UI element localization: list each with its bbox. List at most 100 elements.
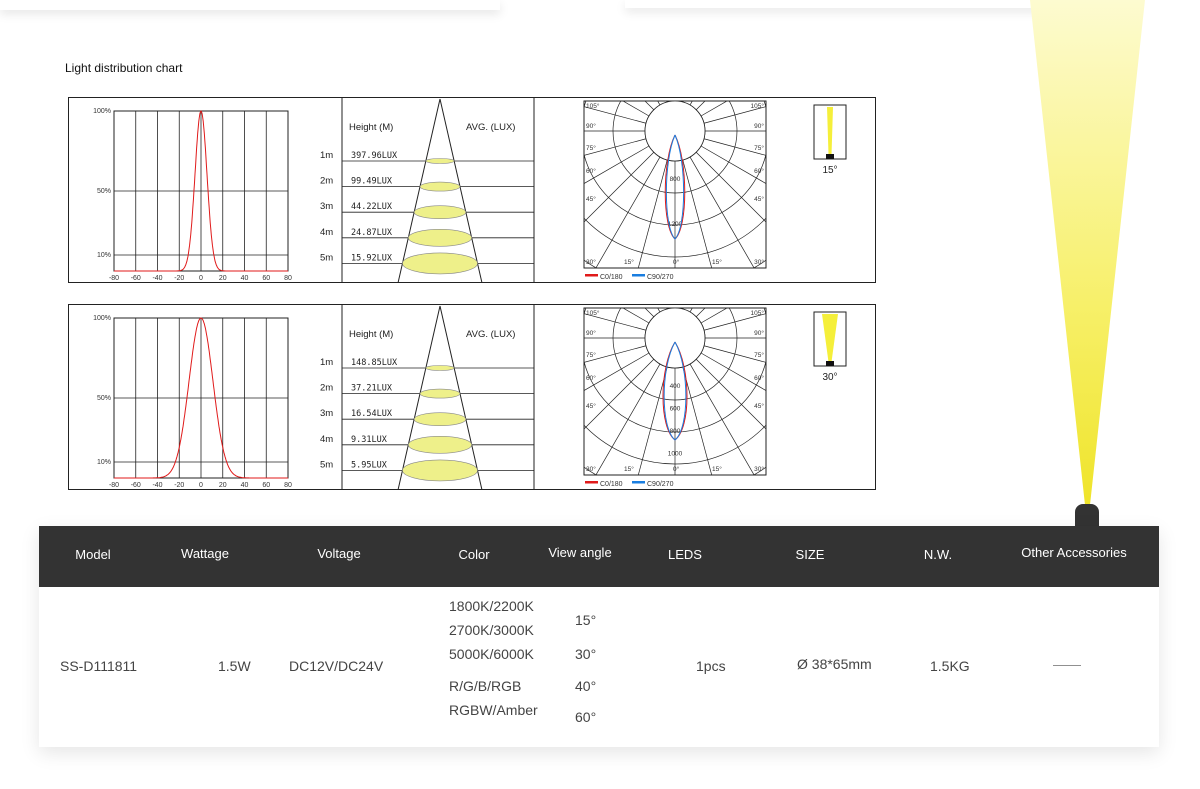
section-title: Light distribution chart <box>65 61 183 75</box>
cone-edge <box>397 98 441 283</box>
cell-color-3: 5000K/6000K <box>449 646 534 662</box>
height-value: 3m <box>320 408 333 419</box>
polar-ray <box>695 358 766 430</box>
polar-ray <box>703 138 766 156</box>
polar-ray <box>584 352 650 391</box>
curve-x-tick-label: -80 <box>109 482 119 489</box>
polar-angle-label: 60° <box>586 167 596 175</box>
lux-value: 16.54LUX <box>351 409 393 419</box>
spec-table-header: Model Wattage Voltage Color View angle L… <box>39 526 1159 587</box>
curve-y-tick-label: 100% <box>93 108 111 115</box>
curve-y-tick-label: 10% <box>97 459 111 466</box>
curve-y-tick-label: 50% <box>97 395 111 402</box>
header-leds: LEDS <box>668 547 702 562</box>
polar-ray <box>695 151 766 223</box>
beam-ellipse <box>425 365 455 371</box>
polar-angle-label: 15° <box>624 258 634 266</box>
beam-angle-label: 15° <box>822 165 837 176</box>
polar-angle-label: 0° <box>673 465 680 473</box>
polar-angle-label: 90° <box>754 329 764 337</box>
curve-x-tick-label: 0 <box>199 275 203 282</box>
polar-ring-label: 1200 <box>668 221 683 228</box>
beam-ellipse <box>419 181 461 192</box>
cell-leds: 1pcs <box>696 658 726 674</box>
beam-angle-icon-lamp <box>826 154 834 159</box>
polar-ray <box>700 145 766 184</box>
avg-label: AVG. (LUX) <box>466 329 515 340</box>
height-value: 3m <box>320 201 333 212</box>
polar-ray <box>584 151 655 223</box>
cone-edge <box>439 98 483 283</box>
cell-size: Ø 38*65mm <box>797 656 872 672</box>
polar-angle-label: 30° <box>754 258 764 266</box>
beam-ellipse <box>402 252 478 275</box>
polar-angle-label: 45° <box>586 402 596 410</box>
cell-color-1: 1800K/2200K <box>449 598 534 614</box>
polar-angle-label: 30° <box>586 258 596 266</box>
height-value: 1m <box>320 357 333 368</box>
cell-angle-1: 15° <box>575 612 597 628</box>
polar-angle-label: 15° <box>712 465 722 473</box>
cell-accessories: —— <box>1053 656 1081 672</box>
cell-wattage: 1.5W <box>218 658 251 674</box>
polar-legend-label: C90/270 <box>647 481 674 488</box>
polar-angle-label: 75° <box>586 144 596 152</box>
beam-angle-label: 30° <box>822 372 837 383</box>
polar-legend-swatch <box>585 481 598 484</box>
height-label: Height (M) <box>349 329 393 340</box>
polar-ray <box>637 159 668 268</box>
height-value: 2m <box>320 383 333 394</box>
polar-ray <box>637 366 668 475</box>
polar-curve-c90-270 <box>663 341 687 441</box>
lux-value: 24.87LUX <box>351 228 393 238</box>
curve-x-tick-label: -20 <box>174 482 184 489</box>
curve-line <box>114 317 288 479</box>
cell-color-4: R/G/B/RGB <box>449 678 522 694</box>
polar-ring-label: 1000 <box>668 451 683 458</box>
cell-voltage: DC12V/DC24V <box>289 658 384 674</box>
top-card-edge-left <box>0 0 500 10</box>
panel-border <box>68 97 876 283</box>
cell-angle-2: 30° <box>575 646 597 662</box>
beam-ellipse <box>425 158 455 164</box>
beam-ellipse <box>413 205 467 219</box>
polar-angle-label: 75° <box>586 351 596 359</box>
height-value: 5m <box>320 459 333 470</box>
curve-x-tick-label: 20 <box>219 482 227 489</box>
height-value: 5m <box>320 252 333 263</box>
lux-value: 9.31LUX <box>351 435 388 445</box>
polar-curve-c90-270 <box>665 134 685 240</box>
beam-angle-icon-lamp <box>826 361 834 366</box>
curve-x-tick-label: 0 <box>199 482 203 489</box>
polar-angle-label: 105° <box>751 309 765 317</box>
spec-table: Model Wattage Voltage Color View angle L… <box>39 526 1159 747</box>
polar-ray <box>703 345 766 363</box>
polar-ray <box>703 313 766 331</box>
polar-center-disc <box>644 100 706 162</box>
curve-x-tick-label: 60 <box>262 275 270 282</box>
polar-ray <box>682 159 713 268</box>
beam-angle-icon-beam <box>822 314 838 362</box>
polar-ray <box>703 106 766 124</box>
beam-ellipse <box>408 436 472 454</box>
polar-angle-label: 30° <box>754 465 764 473</box>
polar-legend-swatch <box>632 481 645 484</box>
polar-ray <box>584 345 647 363</box>
polar-angle-label: 105° <box>751 102 765 110</box>
polar-ray <box>584 106 647 124</box>
cell-color-5: RGBW/Amber <box>449 702 538 718</box>
polar-legend-label: C0/180 <box>600 274 623 281</box>
beam-ellipse <box>408 229 472 247</box>
header-color: Color <box>458 547 490 562</box>
polar-legend-swatch <box>632 274 645 277</box>
cell-model: SS-D111811 <box>60 658 138 674</box>
polar-angle-label: 0° <box>673 258 680 266</box>
cell-angle-3: 40° <box>575 678 597 694</box>
height-label: Height (M) <box>349 122 393 133</box>
polar-angle-label: 90° <box>586 329 596 337</box>
polar-angle-label: 15° <box>624 465 634 473</box>
